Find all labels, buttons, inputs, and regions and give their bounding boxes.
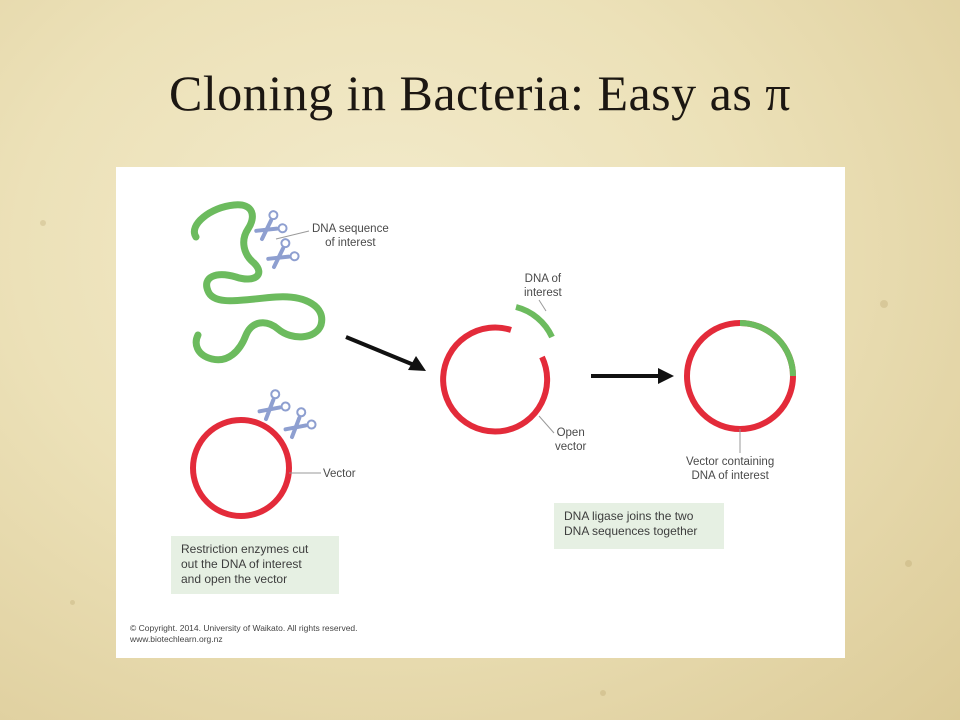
fragment-label-pointer: [538, 299, 547, 312]
scissors-icon: [266, 238, 300, 269]
texture-speck: [600, 690, 606, 696]
copyright-credit: © Copyright. 2014. University of Waikato…: [130, 623, 358, 644]
scissors-icon: [254, 210, 288, 241]
vector-plasmid: [190, 417, 292, 519]
scissors-icon: [257, 389, 291, 421]
texture-speck: [70, 600, 75, 605]
inserted-dna: [739, 320, 796, 377]
arrow-step-1-head: [408, 356, 426, 371]
dna-fragment: [515, 304, 555, 339]
note-restriction-enzymes: Restriction enzymes cut out the DNA of i…: [171, 536, 339, 594]
label-dna-of-interest: DNA of interest: [524, 273, 562, 299]
arrow-step-1: [345, 335, 415, 367]
dna-strand: [190, 201, 326, 364]
arrow-step-2-head: [658, 368, 674, 384]
cloning-diagram: DNA sequence of interest Vector DNA of i…: [116, 167, 845, 658]
label-vector: Vector: [323, 468, 356, 480]
label-dna-sequence: DNA sequence of interest: [312, 223, 389, 249]
label-open-vector: Open vector: [555, 427, 587, 453]
texture-speck: [880, 300, 888, 308]
open-vector: [440, 324, 551, 435]
note-dna-ligase: DNA ligase joins the two DNA sequences t…: [554, 503, 724, 549]
slide-title: Cloning in Bacteria: Easy as π: [168, 65, 792, 121]
scissors-icon: [283, 407, 317, 439]
open-vector-label-pointer: [538, 415, 555, 434]
diagram-graphics: [190, 201, 796, 519]
texture-speck: [40, 220, 46, 226]
dna-label-pointer: [275, 230, 310, 240]
texture-speck: [905, 560, 912, 567]
label-vector-containing: Vector containing DNA of interest: [686, 456, 775, 482]
